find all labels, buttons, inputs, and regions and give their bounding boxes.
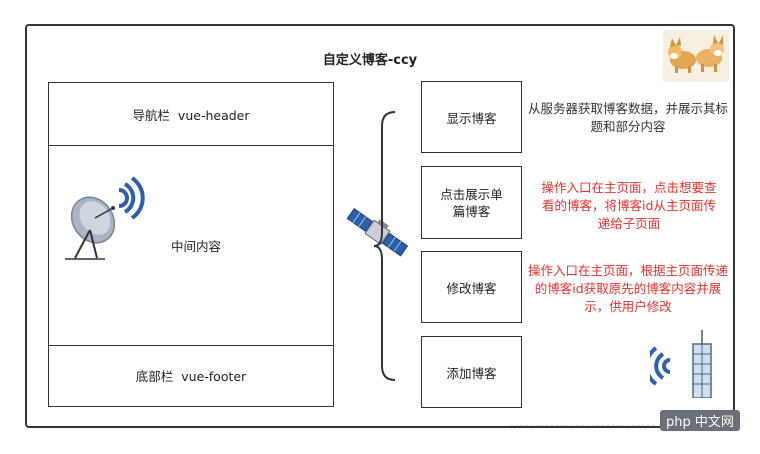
diagram-frame [25, 24, 735, 428]
desc-edit-blog: 操作入口在主页面，根据主页面传递的博客id获取原先的博客内容并展示，供用户修改 [528, 263, 729, 314]
footer-label: 底部栏 vue-footer [135, 369, 247, 384]
feature-box-add-blog: 添加博客 [421, 336, 522, 408]
feature-label: 显示博客 [446, 110, 497, 126]
feature-label: 修改博客 [446, 280, 497, 296]
watermark-divider [510, 425, 655, 426]
desc-single-blog: 操作入口在主页面，点击想要查看的博客，将博客id从主页面传递给子页面 [541, 180, 717, 231]
corgi-dogs-image [663, 30, 729, 82]
feature-box-edit-blog: 修改博客 [421, 251, 522, 323]
feature-box-show-blogs: 显示博客 [421, 81, 522, 153]
curly-brace [373, 111, 396, 381]
feature-label: 添加博客 [446, 365, 497, 381]
desc-show-blogs: 从服务器获取博客数据，并展示其标题和部分内容 [528, 101, 729, 134]
diagram-title: 自定义博客-ccy [322, 53, 418, 68]
page-layout: 导航栏 vue-header 中间内容 底部栏 vue-footer [48, 82, 334, 407]
header-section: 导航栏 vue-header [49, 83, 333, 146]
watermark-logo: php 中文网 [660, 410, 740, 431]
feature-box-single-blog: 点击展示单篇博客 [421, 166, 522, 239]
signal-tower-icon [650, 330, 712, 398]
satellite-dish-icon [65, 176, 145, 260]
middle-section: 中间内容 [49, 145, 333, 346]
feature-label: 点击展示单篇博客 [440, 186, 503, 219]
header-label: 导航栏 vue-header [132, 107, 250, 123]
footer-section: 底部栏 vue-footer [49, 345, 333, 406]
middle-label: 中间内容 [170, 238, 221, 254]
